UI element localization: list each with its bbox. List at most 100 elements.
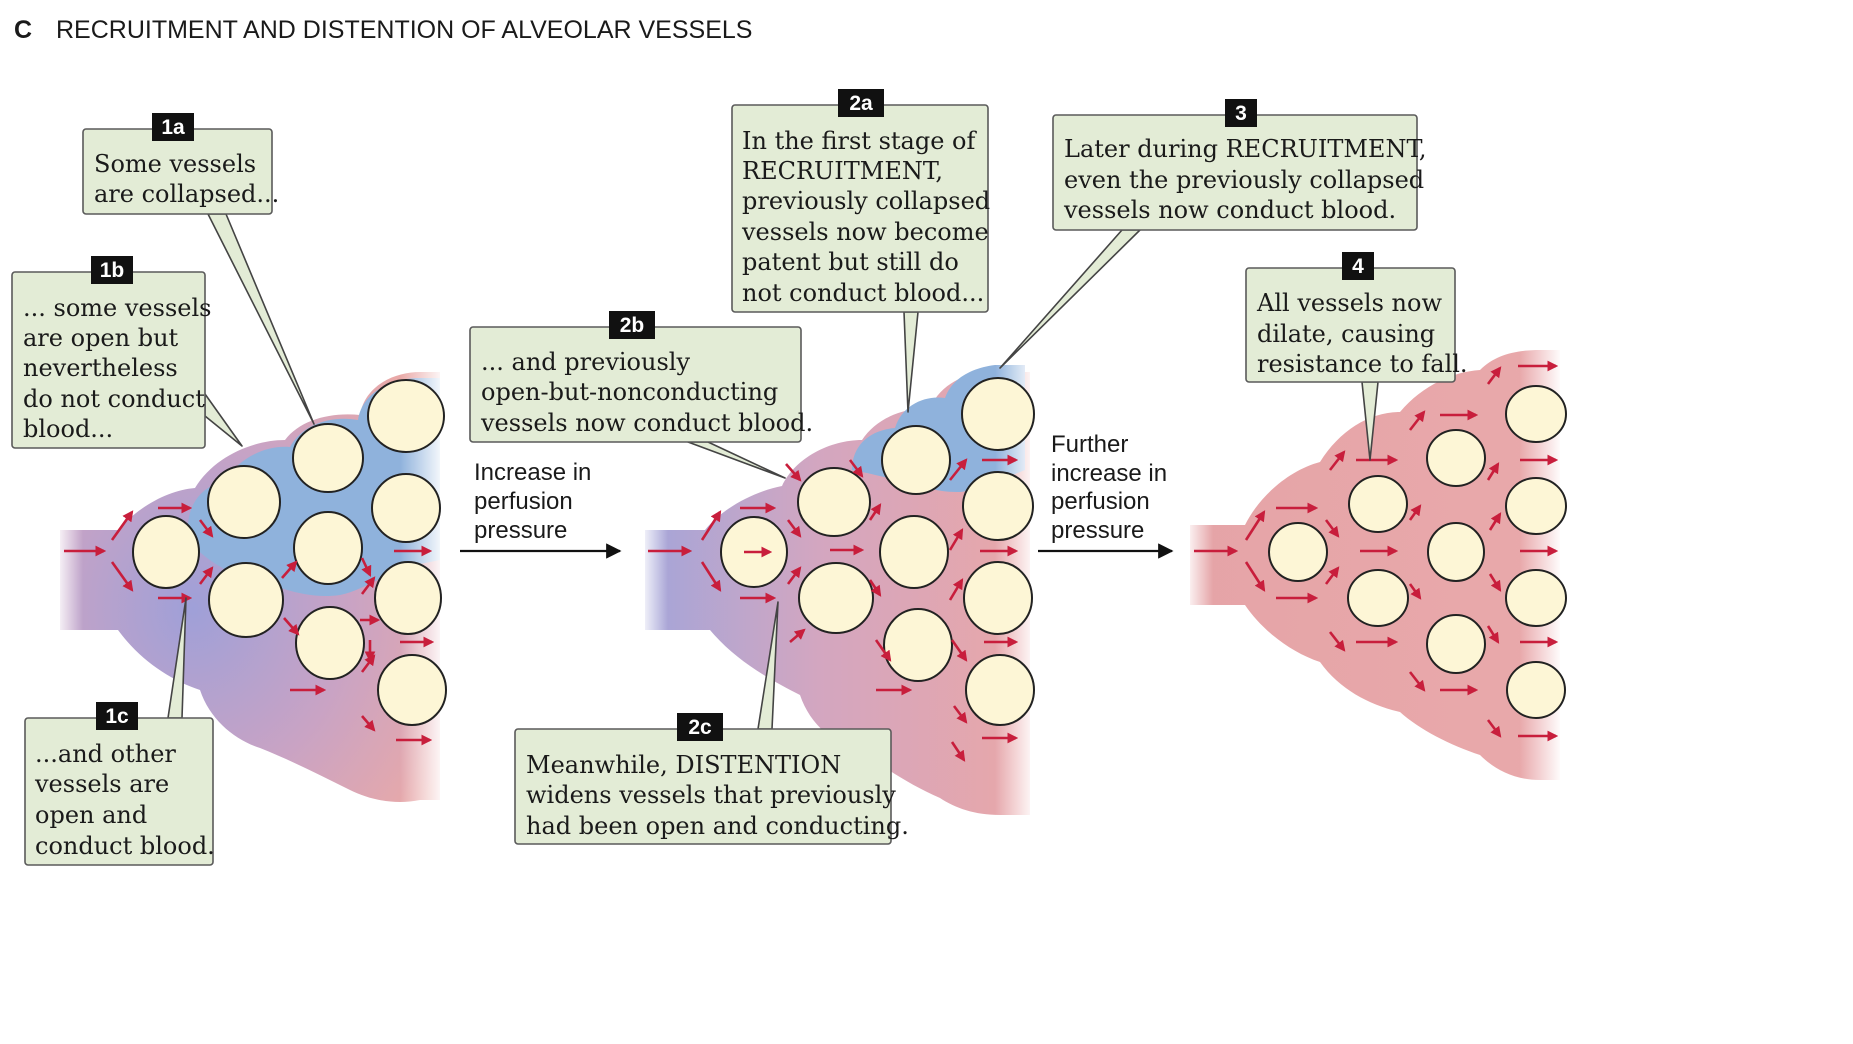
flow-arrow xyxy=(1408,504,1422,521)
badge-label: 1c xyxy=(105,705,129,728)
alveolus xyxy=(961,377,1035,451)
alveolus xyxy=(371,473,441,543)
transition-further-increase-pressure: Further increase in perfusion pressure xyxy=(1038,431,1174,559)
alveoli-distention xyxy=(1268,385,1567,719)
callout-badge xyxy=(609,311,655,339)
flow-arrow xyxy=(198,519,214,538)
callout-text: Some vessels are collapsed... xyxy=(94,150,279,208)
callout-badge xyxy=(838,89,884,117)
alveoli-recruitment xyxy=(720,377,1035,726)
flow-arrow xyxy=(948,528,964,551)
callout-1c: 1c ...and other vessels are open and con… xyxy=(24,702,215,866)
alveolus xyxy=(1505,477,1567,535)
alveolus xyxy=(377,654,447,726)
callout-text: ...and other vessels are open and conduc… xyxy=(34,740,215,860)
stage-distention xyxy=(1185,340,1567,790)
alveolus xyxy=(1426,429,1486,487)
flow-arrow xyxy=(360,654,376,673)
flow-arrow xyxy=(283,617,300,636)
alveolus xyxy=(208,562,284,638)
badge-label: 2b xyxy=(620,314,645,337)
flow-arrow xyxy=(360,576,376,595)
callout-text: All vessels now dilate, causing resistan… xyxy=(1256,289,1468,378)
alveolus xyxy=(1347,569,1409,627)
flow-arrows-distention xyxy=(1194,360,1559,742)
alveolus xyxy=(879,515,949,589)
alveolus xyxy=(1506,661,1566,719)
badge-label: 1b xyxy=(100,259,125,282)
flow-arrow xyxy=(281,560,298,579)
badge-label: 3 xyxy=(1235,102,1247,125)
flow-arrow xyxy=(868,503,882,521)
alveolus xyxy=(132,515,200,589)
flow-arrow xyxy=(1324,519,1340,538)
alveolus xyxy=(1505,385,1567,443)
alveolus xyxy=(374,561,442,635)
callout-1b: 1b ... some vessels are open but neverth… xyxy=(11,256,219,449)
flow-arrow xyxy=(786,566,802,585)
stage-recruitment xyxy=(640,360,1035,830)
alveolus xyxy=(295,606,365,680)
flow-arrow xyxy=(1486,625,1500,644)
badge-label: 4 xyxy=(1352,255,1364,278)
flow-arrow xyxy=(360,557,372,577)
callout-4: 4 All vessels now dilate, causing resist… xyxy=(1245,252,1468,383)
alveolus xyxy=(963,561,1033,635)
alveolus xyxy=(1426,614,1486,674)
leader-3 xyxy=(999,229,1141,369)
alveolus xyxy=(1505,569,1567,627)
alveolus xyxy=(293,511,363,585)
alveolus xyxy=(962,471,1034,541)
callout-text: Meanwhile, DISTENTION widens vessels tha… xyxy=(526,751,909,840)
leader-2a xyxy=(903,311,919,413)
flow-arrow xyxy=(361,715,376,732)
flow-arrows-initial xyxy=(64,502,435,746)
flow-arrow xyxy=(1408,583,1422,600)
callout-badge xyxy=(91,256,133,284)
flow-arrow xyxy=(868,579,882,597)
flow-arrow xyxy=(1486,719,1502,738)
flow-arrow xyxy=(785,463,802,482)
callout-2c: 2c Meanwhile, DISTENTION widens vessels … xyxy=(514,713,909,845)
flow-arrow xyxy=(848,459,864,478)
callout-text: ... some vessels are open but neverthele… xyxy=(23,294,219,443)
badge-label: 1a xyxy=(161,116,185,139)
callout-badge xyxy=(677,713,723,741)
alveolus xyxy=(1427,522,1485,582)
callout-3: 3 Later during RECRUITMENT, even the pre… xyxy=(1052,99,1434,231)
alveolus xyxy=(797,467,871,537)
flow-arrow xyxy=(952,705,968,724)
alveolus xyxy=(965,654,1035,726)
flow-arrow xyxy=(1408,671,1426,692)
transition-label: Further increase in perfusion pressure xyxy=(1051,431,1174,544)
alveoli-initial xyxy=(132,379,447,726)
badge-label: 2a xyxy=(849,92,873,115)
flow-arrow xyxy=(789,628,806,643)
flow-arrow xyxy=(1328,450,1346,471)
alveolus xyxy=(881,425,951,495)
flow-arrow xyxy=(948,458,968,481)
flow-arrow xyxy=(1244,510,1266,541)
badge-label: 2c xyxy=(688,716,712,739)
alveolus xyxy=(1348,475,1408,533)
callout-badge xyxy=(1225,99,1257,127)
transition-label: Increase in perfusion pressure xyxy=(474,459,598,544)
alveolus xyxy=(207,465,281,539)
callout-text: Later during RECRUITMENT, even the previ… xyxy=(1063,135,1434,224)
alveolus xyxy=(883,608,953,682)
stage-initial xyxy=(55,360,447,820)
panel-letter: C xyxy=(14,16,32,44)
transition-increase-pressure: Increase in perfusion pressure xyxy=(460,459,622,559)
callout-text: In the first stage of RECRUITMENT, previ… xyxy=(741,127,998,307)
alveolus xyxy=(798,562,874,634)
flow-arrow xyxy=(1486,462,1500,481)
callout-2a: 2a In the first stage of RECRUITMENT, pr… xyxy=(731,89,998,313)
alveolus xyxy=(367,379,445,453)
flow-arrow xyxy=(700,561,722,592)
alveolus xyxy=(1268,522,1328,582)
flow-arrow xyxy=(110,510,134,541)
callout-1a: 1a Some vessels are collapsed... xyxy=(82,113,279,215)
flow-arrow xyxy=(1328,631,1346,652)
flow-arrow xyxy=(1486,366,1502,385)
